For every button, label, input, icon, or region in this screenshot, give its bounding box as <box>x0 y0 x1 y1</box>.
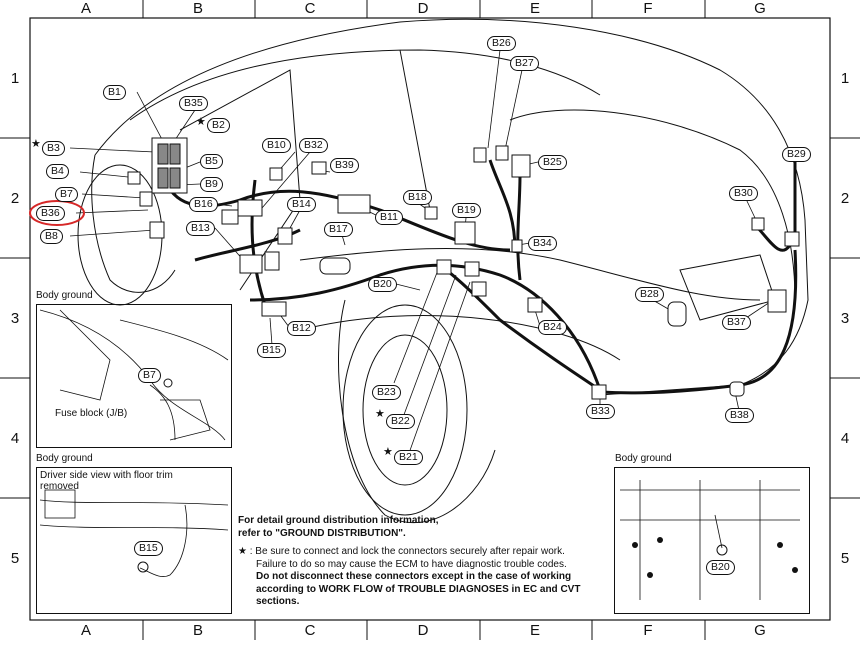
grid-row-4-left: 4 <box>10 430 20 447</box>
callout-b36[interactable]: B36 <box>36 206 65 221</box>
callout-b17: B17 <box>324 222 353 237</box>
inset3-title: Body ground <box>615 453 672 464</box>
callout-b11: B11 <box>375 210 403 225</box>
inset2-b15: B15 <box>134 541 163 556</box>
callout-b4: B4 <box>46 164 69 179</box>
inset-driver-side <box>36 467 232 614</box>
callout-b29: B29 <box>782 147 811 162</box>
inset-rear-floor <box>614 467 810 614</box>
grid-row-5-right: 5 <box>840 550 850 567</box>
callout-b26: B26 <box>487 36 516 51</box>
star-b21: ★ <box>383 446 393 458</box>
grid-col-d-bottom: D <box>417 622 429 639</box>
callout-b9: B9 <box>200 177 223 192</box>
inset1-b7: B7 <box>138 368 161 383</box>
callout-b20: B20 <box>368 277 397 292</box>
inset-fuse-block <box>36 304 232 448</box>
grid-col-a-bottom: A <box>80 622 91 639</box>
grid-col-b-bottom: B <box>192 622 203 639</box>
inset1-title: Body ground <box>36 290 93 301</box>
callout-b1: B1 <box>103 85 126 100</box>
callout-b24: B24 <box>538 320 567 335</box>
grid-row-2-left: 2 <box>10 190 20 207</box>
callout-b27: B27 <box>510 56 539 71</box>
grid-col-g-top: G <box>754 0 766 17</box>
callout-b3: B3 <box>42 141 65 156</box>
callout-b32: B32 <box>299 138 328 153</box>
grid-col-e-top: E <box>529 0 540 17</box>
note-star-line-1: : Be sure to connect and lock the connec… <box>249 546 565 557</box>
note-star-line-2: Failure to do so may cause the ECM to ha… <box>256 558 567 570</box>
callout-b13: B13 <box>186 221 215 236</box>
grid-row-3-left: 3 <box>10 310 20 327</box>
callout-b33: B33 <box>586 404 615 419</box>
callout-b37: B37 <box>722 315 751 330</box>
note-line-2: refer to "GROUND DISTRIBUTION". <box>238 527 406 539</box>
callout-b7: B7 <box>55 187 78 202</box>
callout-b18: B18 <box>403 190 432 205</box>
callout-b28: B28 <box>635 287 664 302</box>
callout-b2: B2 <box>207 118 230 133</box>
callout-b21: B21 <box>394 450 423 465</box>
inset2-title: Body ground <box>36 453 93 464</box>
callout-b5: B5 <box>200 154 223 169</box>
grid-col-b-top: B <box>192 0 203 17</box>
grid-col-a-top: A <box>80 0 91 17</box>
note-bold-2: according to WORK FLOW of TROUBLE DIAGNO… <box>256 583 581 595</box>
callout-b30: B30 <box>729 186 758 201</box>
callout-b19: B19 <box>452 203 481 218</box>
removed-label: removed <box>40 481 79 492</box>
highlight-ring <box>29 200 85 226</box>
callout-b12: B12 <box>287 321 316 336</box>
grid-col-c-bottom: C <box>304 622 316 639</box>
callout-b22: B22 <box>386 414 415 429</box>
note-star-symbol: ★ <box>238 546 247 557</box>
grid-row-1-left: 1 <box>10 70 20 87</box>
grid-row-4-right: 4 <box>840 430 850 447</box>
callout-b16: B16 <box>189 197 218 212</box>
grid-col-g-bottom: G <box>754 622 766 639</box>
callout-b15: B15 <box>257 343 286 358</box>
grid-row-3-right: 3 <box>840 310 850 327</box>
callout-b38: B38 <box>725 408 754 423</box>
note-bold-3: sections. <box>256 596 300 607</box>
note-ground: For detail ground distribution informati… <box>238 515 439 540</box>
callout-b10: B10 <box>262 138 291 153</box>
callout-b39: B39 <box>330 158 359 173</box>
grid-col-c-top: C <box>304 0 316 17</box>
grid-row-5-left: 5 <box>10 550 20 567</box>
grid-row-2-right: 2 <box>840 190 850 207</box>
inset3-b20: B20 <box>706 560 735 575</box>
star-b22: ★ <box>375 408 385 420</box>
star-b3: ★ <box>31 138 41 150</box>
callout-b35: B35 <box>179 96 208 111</box>
callout-b8: B8 <box>40 229 63 244</box>
grid-col-f-bottom: F <box>643 622 653 639</box>
callout-b34: B34 <box>528 236 557 251</box>
callout-b14: B14 <box>287 197 316 212</box>
note-star: ★ : Be sure to connect and lock the conn… <box>238 546 580 609</box>
driver-side-label: Driver side view with floor trim <box>40 470 173 481</box>
note-line-1: For detail ground distribution informati… <box>238 515 439 526</box>
grid-row-1-right: 1 <box>840 70 850 87</box>
callout-b25: B25 <box>538 155 567 170</box>
fuse-block-label: Fuse block (J/B) <box>55 408 128 419</box>
grid-col-f-top: F <box>643 0 653 17</box>
grid-col-e-bottom: E <box>529 622 540 639</box>
star-b2: ★ <box>196 116 206 128</box>
grid-col-d-top: D <box>417 0 429 17</box>
note-bold-1: Do not disconnect these connectors excep… <box>256 571 572 582</box>
callout-b23: B23 <box>372 385 401 400</box>
